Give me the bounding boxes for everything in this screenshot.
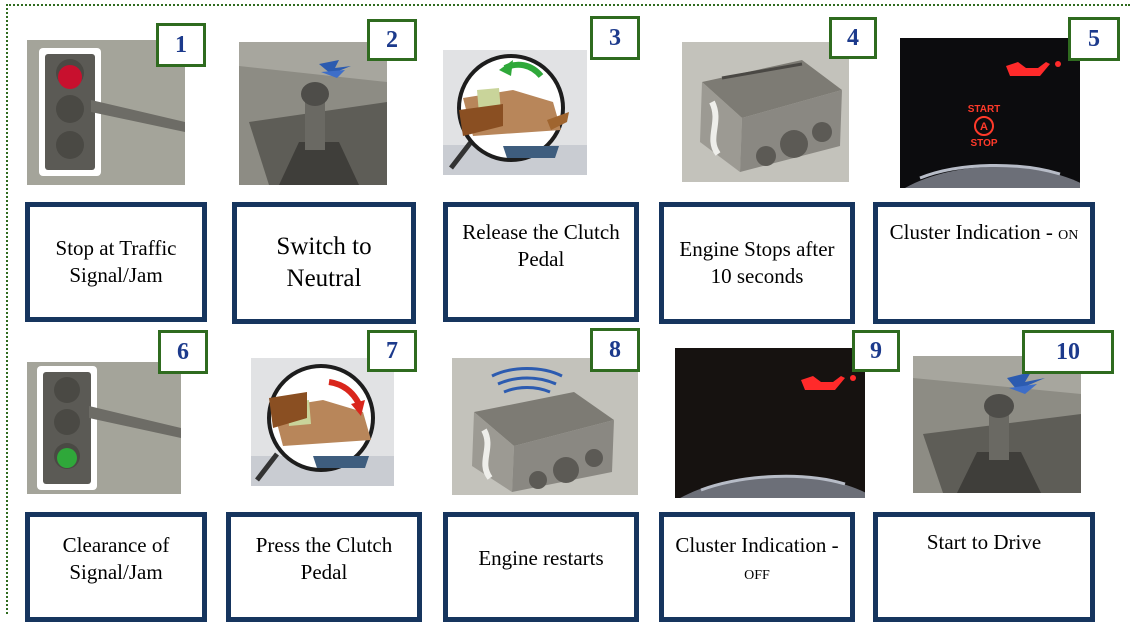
diagram-frame [6,4,1130,614]
cluster-a-text: A [980,121,988,133]
caption-step-6: Clearance of Signal/Jam [25,512,207,622]
engine-stopped-icon [682,42,849,182]
step-number-4: 4 [829,17,877,59]
step-number-9: 9 [852,330,900,372]
step-number-7: 7 [367,330,417,372]
caption-text-step-5: Cluster Indication - ON [890,219,1079,246]
caption-state-step-9: OFF [744,568,770,583]
caption-text-step-3: Release the Clutch Pedal [462,220,620,272]
caption-main-step-5: Cluster Indication - [889,220,1059,244]
picture-step-5: START A STOP [900,38,1080,188]
caption-text-step-4: Engine Stops after 10 seconds [679,236,835,288]
caption-step-3: Release the Clutch Pedal [443,202,639,322]
caption-text-step-1: Stop at Traffic Signal/Jam [55,235,177,287]
picture-step-7 [251,358,394,486]
step-number-1: 1 [156,23,206,67]
caption-step-4: Engine Stops after 10 seconds [659,202,855,324]
picture-step-10 [913,356,1081,493]
traffic-light-green-icon [27,362,181,494]
gear-shifter-neutral-icon [239,42,387,185]
caption-text-step-10: Start to Drive [926,530,1042,554]
traffic-light-red-icon [27,40,185,185]
caption-text-step-8: Engine restarts [478,546,604,571]
picture-step-6 [27,362,181,494]
caption-text-step-2: Switch to Neutral [276,232,372,293]
caption-step-10: Start to Drive [873,512,1095,622]
caption-step-1: Stop at Traffic Signal/Jam [25,202,207,322]
caption-text-step-9: Cluster Indication - OFF [670,532,844,587]
engine-running-icon [452,358,638,495]
caption-step-7: Press the Clutch Pedal [226,512,422,622]
cluster-stop-text: STOP [970,138,997,149]
clutch-pedal-press-icon [251,358,394,486]
step-number-3: 3 [590,16,640,60]
caption-step-2: Switch to Neutral [232,202,416,324]
caption-text-step-6: Clearance of Signal/Jam [62,532,170,584]
step-number-6: 6 [158,330,208,374]
picture-step-2 [239,42,387,185]
step-number-8: 8 [590,328,640,372]
caption-state-step-5: ON [1058,228,1079,243]
picture-step-4 [682,42,849,182]
clutch-pedal-release-icon [443,50,587,175]
gear-shifter-drive-icon [913,356,1081,493]
picture-step-3 [443,50,587,175]
caption-step-8: Engine restarts [443,512,639,622]
caption-main-step-9: Cluster Indication - [675,532,839,557]
picture-step-1 [27,40,185,185]
step-number-10: 10 [1022,330,1114,374]
step-number-5: 5 [1068,17,1120,61]
cluster-start-stop-on-icon: START A STOP [900,38,1080,188]
caption-step-9: Cluster Indication - OFF [659,512,855,622]
picture-step-9 [675,348,865,498]
cluster-start-text: START [968,104,1001,115]
caption-text-step-7: Press the Clutch Pedal [255,532,393,584]
step-number-2: 2 [367,19,417,61]
picture-step-8 [452,358,638,495]
caption-step-5: Cluster Indication - ON [873,202,1095,324]
cluster-start-stop-off-icon [675,348,865,498]
